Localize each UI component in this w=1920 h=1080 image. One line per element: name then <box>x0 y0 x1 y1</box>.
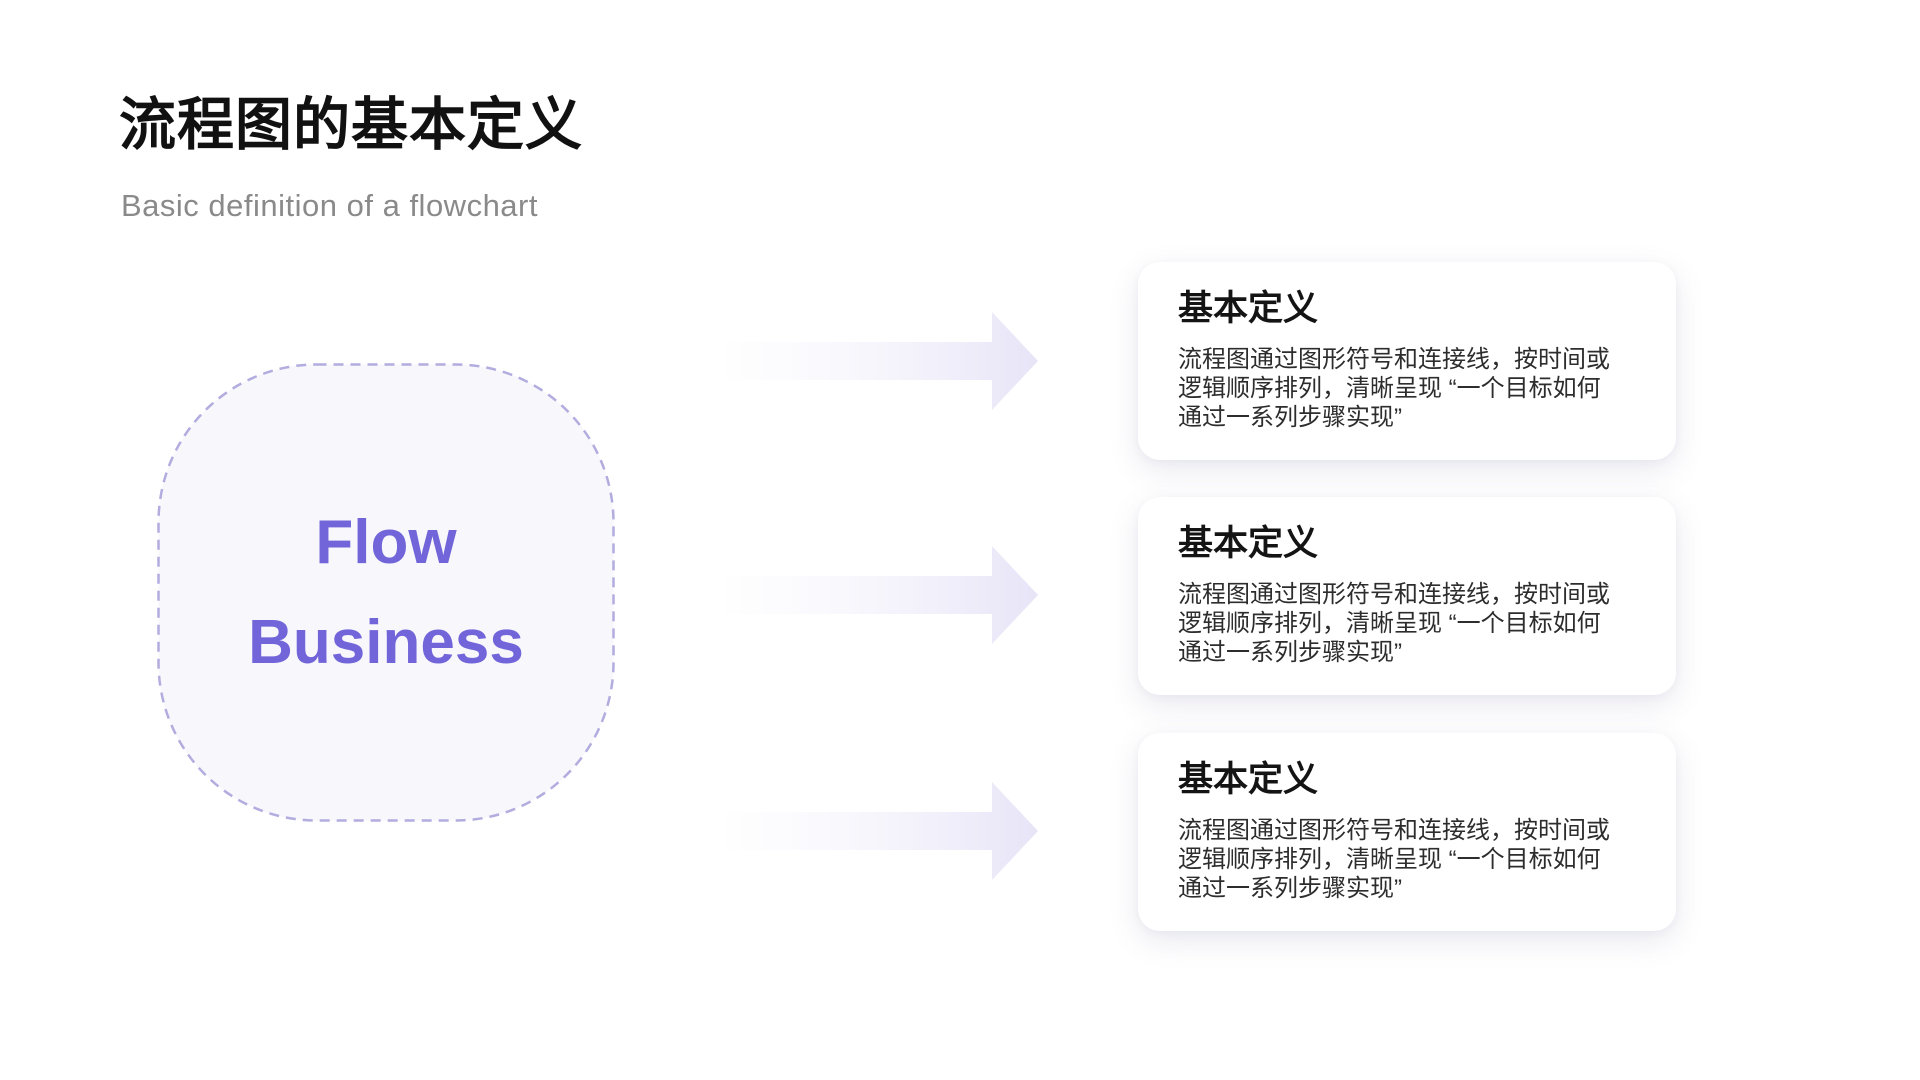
card-text-line: 流程图通过图形符号和连接线，按时间或 <box>1178 816 1610 844</box>
card-text-line: 通过一系列步骤实现” <box>1178 638 1402 666</box>
card-title: 基本定义 <box>1178 289 1319 328</box>
dashed-squircle-icon <box>157 363 615 822</box>
definition-card: 基本定义 流程图通过图形符号和连接线，按时间或 逻辑顺序排列，清晰呈现 “一个目… <box>1138 262 1676 460</box>
definition-card: 基本定义 流程图通过图形符号和连接线，按时间或 逻辑顺序排列，清晰呈现 “一个目… <box>1138 733 1676 931</box>
arrow-right-icon <box>726 782 1038 880</box>
card-title: 基本定义 <box>1178 524 1319 563</box>
definition-card: 基本定义 流程图通过图形符号和连接线，按时间或 逻辑顺序排列，清晰呈现 “一个目… <box>1138 497 1676 695</box>
card-text-line: 逻辑顺序排列，清晰呈现 “一个目标如何 <box>1178 609 1601 637</box>
card-text-line: 逻辑顺序排列，清晰呈现 “一个目标如何 <box>1178 845 1601 873</box>
page-subtitle: Basic definition of a flowchart <box>121 188 538 223</box>
flow-node-label-line1: Flow <box>315 507 457 577</box>
flow-node: Flow Business <box>157 363 615 822</box>
arrow-right-icon <box>726 312 1038 410</box>
flow-node-label: Flow Business <box>157 363 615 822</box>
card-text-line: 流程图通过图形符号和连接线，按时间或 <box>1178 580 1610 608</box>
card-title: 基本定义 <box>1178 760 1319 799</box>
flow-node-label-line2: Business <box>248 607 524 677</box>
page-title: 流程图的基本定义 <box>119 93 583 157</box>
card-text-line: 流程图通过图形符号和连接线，按时间或 <box>1178 345 1610 373</box>
card-text-line: 逻辑顺序排列，清晰呈现 “一个目标如何 <box>1178 374 1601 402</box>
arrow-right-icon <box>726 546 1038 644</box>
card-text-line: 通过一系列步骤实现” <box>1178 874 1402 902</box>
card-text-line: 通过一系列步骤实现” <box>1178 403 1402 431</box>
